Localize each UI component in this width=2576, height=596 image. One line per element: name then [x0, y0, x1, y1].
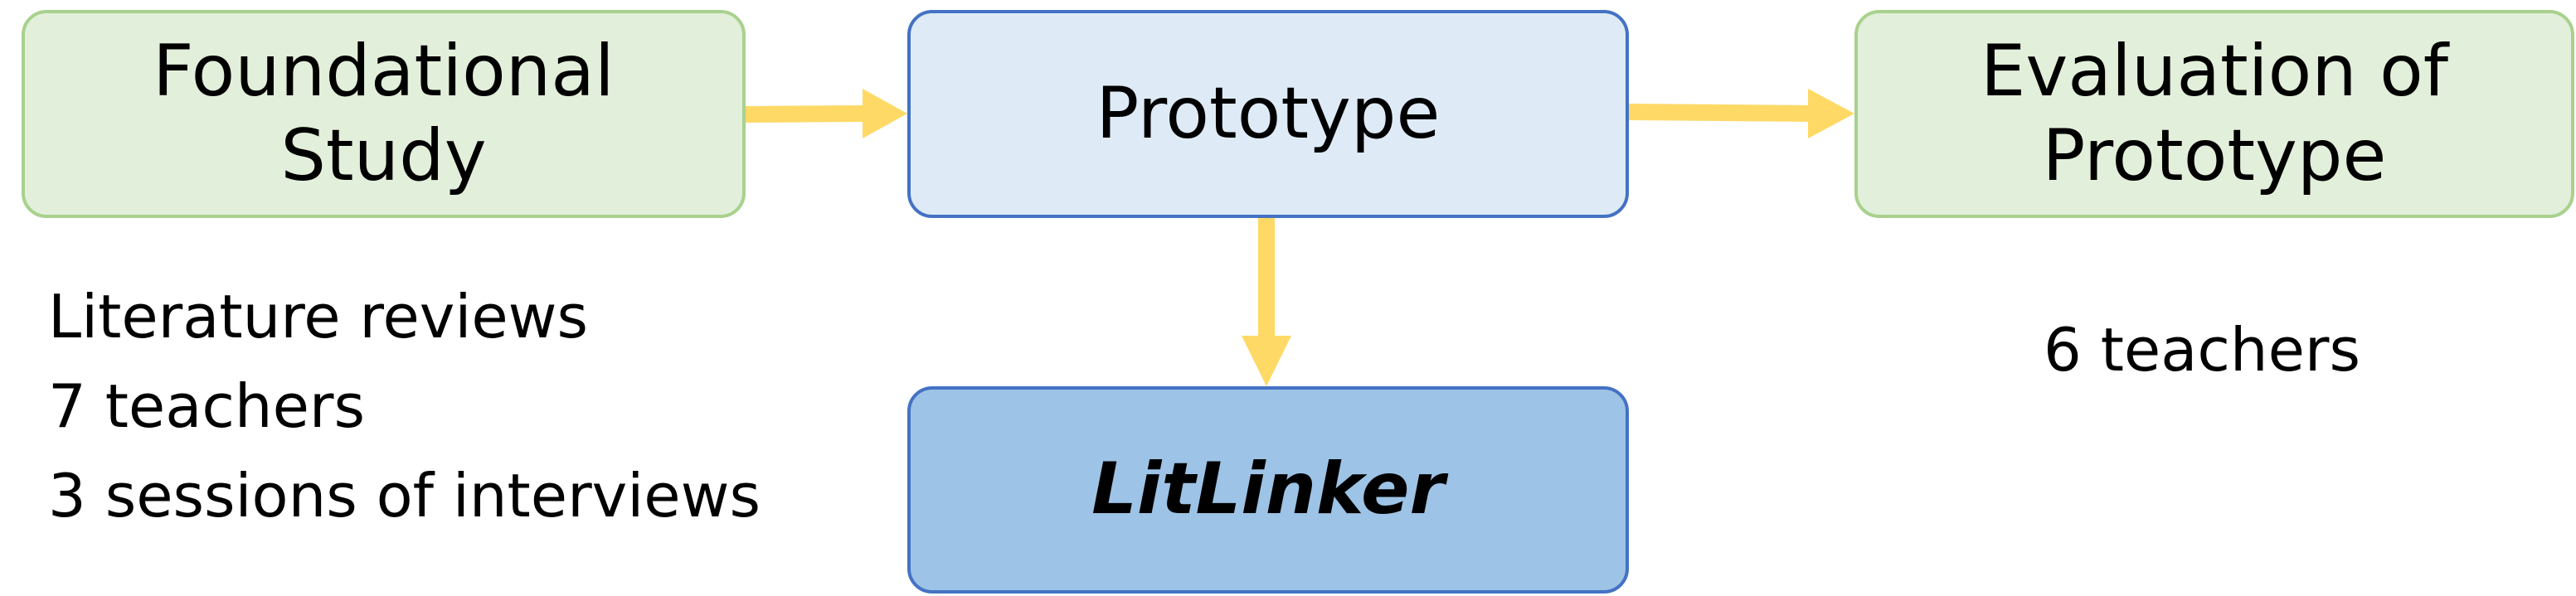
arrow-prototype-to-evaluation	[1628, 89, 1854, 138]
evaluation-details: 6 teachers	[2044, 305, 2360, 395]
detail-literature-reviews: Literature reviews	[48, 282, 589, 351]
foundational-study-box: Foundational Study	[22, 10, 746, 218]
arrow-foundational-to-prototype	[745, 89, 907, 138]
detail-evaluation-teacher-count: 6 teachers	[2044, 315, 2360, 385]
foundational-study-details: Literature reviews 7 teachers 3 sessions…	[48, 272, 761, 540]
detail-teacher-count: 7 teachers	[48, 371, 365, 441]
litlinker-box: LitLinker	[907, 386, 1629, 594]
evaluation-of-prototype-box: Evaluation of Prototype	[1854, 10, 2574, 218]
prototype-box: Prototype	[907, 10, 1629, 218]
arrow-prototype-to-litlinker	[1242, 218, 1291, 386]
detail-interview-sessions: 3 sessions of interviews	[48, 461, 761, 531]
